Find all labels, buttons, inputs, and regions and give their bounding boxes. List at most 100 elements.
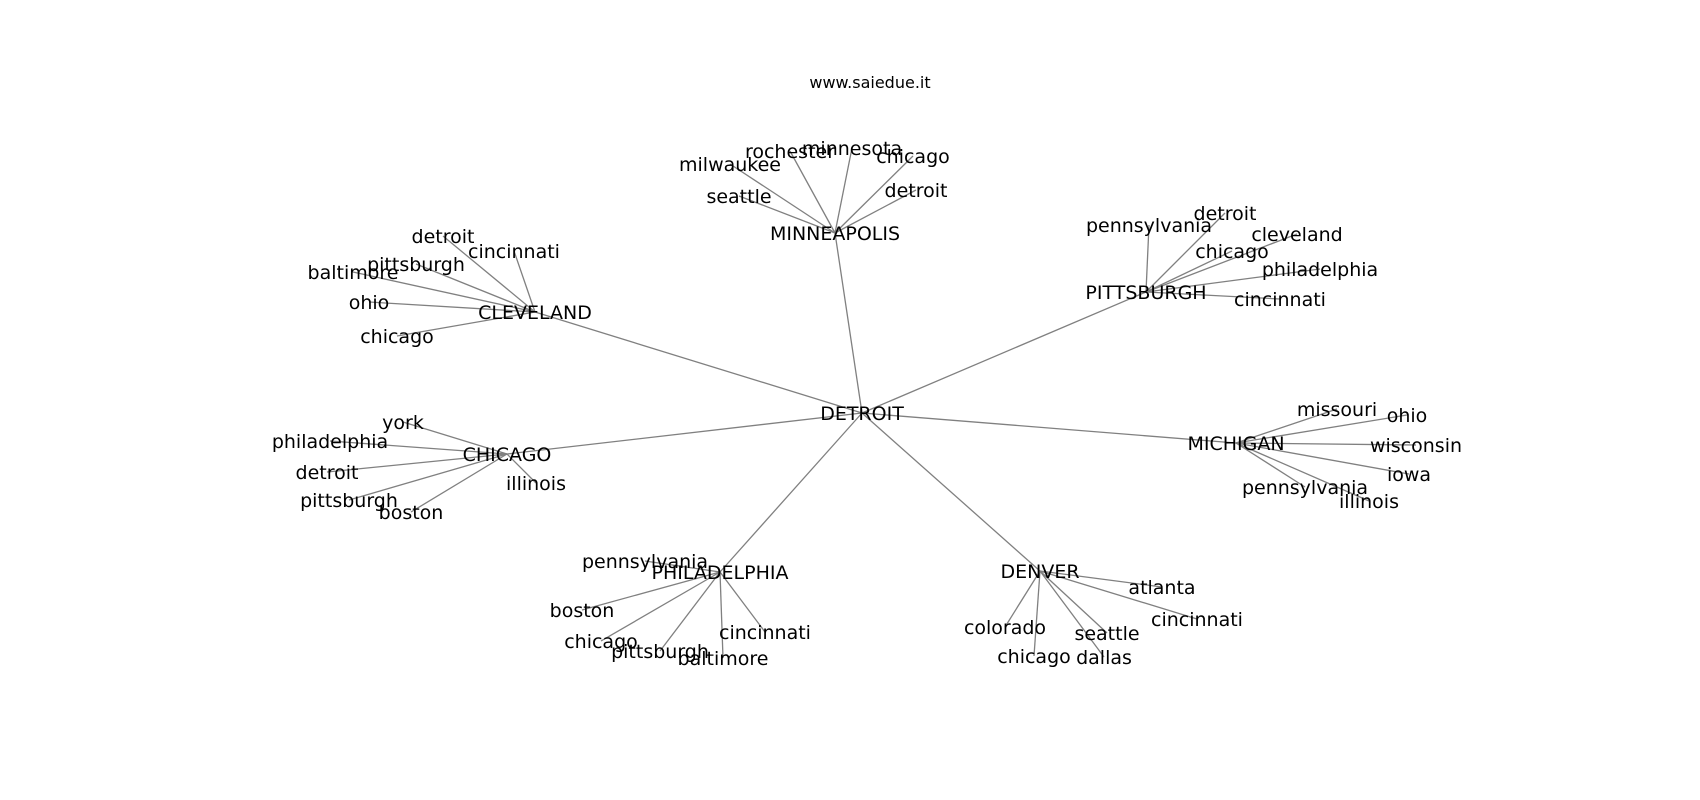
edge-root-michigan <box>861 412 1237 444</box>
edge-chicago-pittsburgh <box>348 453 508 501</box>
edge-root-denver <box>861 412 1041 572</box>
edge-root-cleveland <box>534 311 863 414</box>
leaf-node-pittsburgh: pittsburgh <box>367 254 465 276</box>
edge-philadelphia-chicago <box>600 571 721 642</box>
leaf-node-cincinnati: cincinnati <box>1234 289 1326 311</box>
edge-chicago-illinois <box>506 453 537 484</box>
edge-root-minneapolis <box>834 232 863 414</box>
leaf-node-cincinnati: cincinnati <box>468 241 560 263</box>
leaf-node-atlanta: atlanta <box>1128 577 1195 599</box>
leaf-node-chicago: chicago <box>360 326 434 348</box>
leaf-node-rochester: rochester <box>745 141 835 163</box>
edge-pittsburgh-cleveland <box>1145 233 1298 293</box>
leaf-node-chicago: chicago <box>1195 241 1269 263</box>
leaf-node-cincinnati: cincinnati <box>719 622 811 644</box>
edge-michigan-ohio <box>1235 414 1408 444</box>
leaf-node-cleveland: cleveland <box>1251 224 1342 246</box>
leaf-node-pennsylvania: pennsylvania <box>1086 215 1212 237</box>
leaf-node-detroit: detroit <box>296 462 359 484</box>
leaf-node-milwaukee: milwaukee <box>679 154 781 176</box>
edge-philadelphia-pennsylvania <box>644 560 721 573</box>
leaf-node-seattle: seattle <box>1074 623 1139 645</box>
leaf-node-detroit: detroit <box>885 180 948 202</box>
leaf-node-cincinnati: cincinnati <box>1151 609 1243 631</box>
hub-node-michigan: MICHIGAN <box>1187 433 1284 455</box>
edge-michigan-illinois <box>1235 442 1370 502</box>
leaf-node-york: york <box>382 412 424 434</box>
leaf-node-philadelphia: philadelphia <box>1262 259 1378 281</box>
leaf-node-ohio: ohio <box>1387 405 1428 427</box>
leaf-node-detroit: detroit <box>412 226 475 248</box>
edge-minneapolis-chicago <box>834 155 914 234</box>
edge-cleveland-detroit <box>442 235 536 313</box>
edge-pittsburgh-philadelphia <box>1145 268 1321 293</box>
hub-node-philadelphia: PHILADELPHIA <box>652 562 789 584</box>
leaf-node-boston: boston <box>379 502 444 524</box>
edge-michigan-wisconsin <box>1235 442 1417 446</box>
leaf-node-baltimore: baltimore <box>308 262 399 284</box>
leaf-node-iowa: iowa <box>1387 464 1431 486</box>
edge-cleveland-chicago <box>396 311 536 337</box>
edge-root-philadelphia <box>719 412 863 573</box>
hub-node-minneapolis: MINNEAPOLIS <box>770 223 900 245</box>
edge-cleveland-ohio <box>368 301 536 313</box>
hub-node-pittsburgh: PITTSBURGH <box>1085 282 1206 304</box>
edge-minneapolis-rochester <box>789 150 836 234</box>
edge-cleveland-cincinnati <box>513 250 536 313</box>
leaf-node-ohio: ohio <box>349 292 390 314</box>
graph-labels: seattlemilwaukeerochesterminnesotachicag… <box>272 138 1462 670</box>
edge-michigan-missouri <box>1235 408 1338 444</box>
graph-edges <box>326 147 1417 659</box>
edge-chicago-boston <box>410 453 508 513</box>
leaf-node-detroit: detroit <box>1194 203 1257 225</box>
edge-denver-colorado <box>1004 570 1041 628</box>
leaf-node-pennsylvania: pennsylvania <box>1242 477 1368 499</box>
root-node: DETROIT <box>820 403 904 425</box>
edge-minneapolis-minnesota <box>834 147 853 234</box>
edge-pittsburgh-cincinnati <box>1145 291 1281 300</box>
leaf-node-seattle: seattle <box>706 186 771 208</box>
edge-chicago-york <box>402 421 508 455</box>
leaf-node-minnesota: minnesota <box>802 138 902 160</box>
edge-philadelphia-baltimore <box>719 571 724 659</box>
edge-denver-seattle <box>1039 570 1108 634</box>
edge-pittsburgh-detroit <box>1145 212 1226 293</box>
edge-denver-cincinnati <box>1039 570 1198 620</box>
leaf-node-chicago: chicago <box>564 631 638 653</box>
edge-denver-dallas <box>1039 570 1105 658</box>
edge-root-chicago <box>506 412 863 455</box>
leaf-node-pittsburgh: pittsburgh <box>611 641 709 663</box>
edge-michigan-pennsylvania <box>1235 442 1306 488</box>
edge-chicago-philadelphia <box>329 440 508 455</box>
leaf-node-illinois: illinois <box>506 473 566 495</box>
hub-node-cleveland: CLEVELAND <box>478 302 592 324</box>
watermark-text: www.saiedue.it <box>809 73 930 92</box>
edge-root-pittsburgh <box>861 291 1147 414</box>
leaf-node-philadelphia: philadelphia <box>272 431 388 453</box>
edge-philadelphia-boston <box>581 571 721 611</box>
hub-node-denver: DENVER <box>1000 561 1079 583</box>
leaf-node-wisconsin: wisconsin <box>1370 435 1462 457</box>
leaf-node-pennsylvania: pennsylvania <box>582 551 708 573</box>
edge-cleveland-baltimore <box>352 271 536 313</box>
edge-michigan-iowa <box>1235 442 1410 475</box>
edge-philadelphia-cincinnati <box>719 571 766 633</box>
hub-node-chicago: CHICAGO <box>463 444 552 466</box>
edge-pittsburgh-chicago <box>1145 250 1233 293</box>
leaf-node-dallas: dallas <box>1076 647 1132 669</box>
leaf-node-chicago: chicago <box>876 146 950 168</box>
leaf-node-chicago: chicago <box>997 646 1071 668</box>
leaf-node-baltimore: baltimore <box>678 648 769 670</box>
leaf-node-illinois: illinois <box>1339 491 1399 513</box>
edge-cleveland-pittsburgh <box>415 263 536 313</box>
leaf-node-boston: boston <box>550 600 615 622</box>
edge-pittsburgh-pennsylvania <box>1145 224 1150 293</box>
edge-minneapolis-seattle <box>738 195 836 234</box>
leaf-node-colorado: colorado <box>964 617 1046 639</box>
edge-minneapolis-detroit <box>834 189 917 234</box>
leaf-node-missouri: missouri <box>1297 399 1377 421</box>
edge-denver-atlanta <box>1039 570 1163 588</box>
leaf-node-pittsburgh: pittsburgh <box>300 490 398 512</box>
edge-denver-chicago <box>1033 570 1041 657</box>
